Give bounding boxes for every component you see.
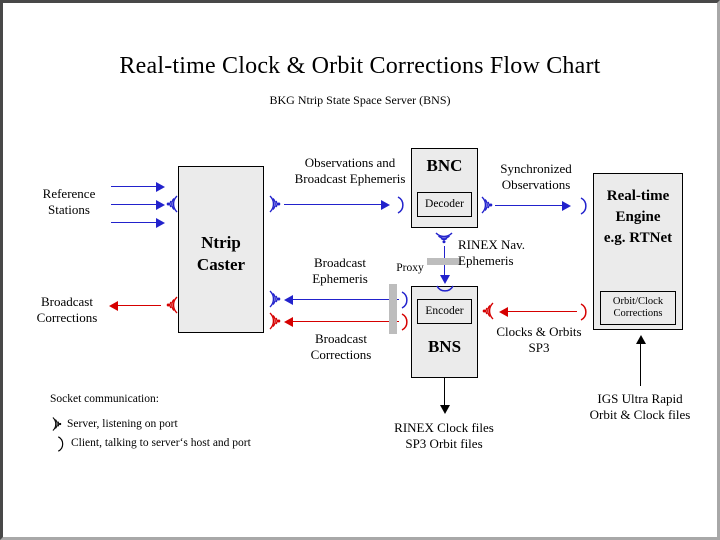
client-socket-icon-bnc-in (395, 195, 407, 220)
label-rinex-files-line2: SP3 Orbit files (405, 436, 483, 451)
server-socket-icon-bnc-nav (433, 230, 455, 251)
ntrip-caster-label-line2: Caster (196, 255, 246, 274)
arrow-ref-stations-3 (111, 222, 159, 223)
client-socket-icon-bns-eph (399, 290, 411, 315)
proxy-bar-horizontal (427, 258, 461, 265)
arrow-igs-ultra-rapid (640, 344, 641, 386)
label-clocks-orbits-line1: Clocks & Orbits (496, 324, 582, 339)
label-broadcast-corrections-left-line1: Broadcast (41, 294, 93, 309)
label-clocks-orbits-line2: SP3 (528, 340, 550, 355)
arrow-rinex-sp3-files (444, 378, 445, 408)
label-broadcast-corrections-left-line2: Corrections (36, 310, 98, 325)
label-proxy: Proxy (396, 262, 424, 274)
bns-encoder-label: Encoder (425, 305, 464, 318)
node-ntrip-caster[interactable]: Ntrip Caster (178, 166, 264, 333)
arrowhead-ref-2 (156, 199, 165, 210)
label-reference-stations-line1: Reference (42, 186, 96, 201)
arrowhead-broadcast-corrections-mid (284, 316, 293, 327)
label-broadcast-ephemeris-line1: Broadcast (314, 255, 366, 270)
arrowhead-ref-3 (156, 217, 165, 228)
client-socket-icon-rtengine-in (578, 196, 590, 221)
page-subtitle: BKG Ntrip State Space Server (BNS) (269, 93, 451, 107)
rt-engine-corrections-line2: Corrections (613, 308, 663, 319)
label-broadcast-corrections-mid-line2: Corrections (310, 347, 372, 362)
bns-label: BNS (427, 337, 462, 356)
server-socket-icon-caster-in (164, 193, 180, 220)
arrow-ref-stations-2 (111, 204, 159, 205)
ntrip-caster-label-line1: Ntrip (201, 233, 241, 252)
arrowhead-rinex-nav (439, 275, 450, 284)
server-socket-icon-caster-eph (267, 288, 283, 315)
bns-encoder-subbox[interactable]: Encoder (417, 299, 472, 324)
label-rinex-files-line1: RINEX Clock files (394, 420, 494, 435)
bnc-decoder-label: Decoder (425, 198, 464, 211)
server-socket-icon-caster-corr (267, 310, 283, 337)
bnc-label: BNC (426, 156, 463, 175)
label-observations-line2: Broadcast Ephemeris (294, 171, 406, 186)
arrowhead-broadcast-ephemeris (284, 294, 293, 305)
client-socket-icon-legend (55, 435, 67, 458)
arrowhead-igs-ultra-rapid (635, 335, 646, 344)
arrow-ref-stations-1 (111, 186, 159, 187)
label-igs-line2: Orbit & Clock files (589, 407, 691, 422)
label-reference-stations-line2: Stations (48, 202, 90, 217)
label-observations-line1: Observations and (304, 155, 396, 170)
arrow-clocks-orbits (507, 311, 577, 312)
server-socket-icon-caster-obs (267, 193, 283, 220)
proxy-bar-vertical (389, 284, 397, 334)
arrowhead-broadcast-corrections-left (109, 300, 118, 311)
arrowhead-rinex-sp3-files (439, 405, 450, 414)
rt-engine-label-line3: e.g. RTNet (603, 230, 673, 246)
rt-engine-label-line1: Real-time (606, 188, 670, 204)
rt-engine-corrections-subbox[interactable]: Orbit/Clock Corrections (600, 291, 676, 325)
arrowhead-ref-1 (156, 181, 165, 192)
arrow-observations (284, 204, 382, 205)
server-socket-icon-caster-out (164, 294, 180, 321)
arrow-broadcast-corrections-left (118, 305, 161, 306)
label-synchronized-line1: Synchronized (500, 161, 572, 176)
rt-engine-corrections-line1: Orbit/Clock (612, 296, 664, 308)
legend-server-text: Server, listening on port (67, 418, 178, 430)
client-socket-icon-bns-corr (399, 312, 411, 337)
rt-engine-label-line2: Engine (615, 209, 661, 225)
label-rinex-nav-line2: Ephemeris (458, 253, 514, 268)
arrow-broadcast-ephemeris (292, 299, 399, 300)
label-rinex-nav-line1: RINEX Nav. (458, 237, 526, 252)
label-broadcast-corrections-mid-line1: Broadcast (315, 331, 367, 346)
legend-heading: Socket communication: (50, 393, 159, 405)
legend-client-text: Client, talking to server‘s host and por… (71, 437, 251, 449)
page-title: Real-time Clock & Orbit Corrections Flow… (119, 53, 601, 79)
arrowhead-clocks-orbits (499, 306, 508, 317)
bnc-decoder-subbox[interactable]: Decoder (417, 192, 472, 217)
label-igs-line1: IGS Ultra Rapid (597, 391, 683, 406)
arrowhead-observations (381, 199, 390, 210)
server-socket-icon-bnc-out (479, 194, 495, 221)
server-socket-icon-legend (49, 415, 65, 438)
arrow-broadcast-corrections-mid (292, 321, 399, 322)
client-socket-icon-rtengine-out (578, 302, 590, 327)
arrowhead-synchronized (562, 200, 571, 211)
client-socket-icon-bns-nav-in (435, 282, 455, 300)
label-synchronized-line2: Observations (501, 177, 571, 192)
label-broadcast-ephemeris-line2: Ephemeris (312, 271, 368, 286)
arrow-synchronized-observations (495, 205, 564, 206)
server-socket-icon-bns-clocks-in (480, 300, 496, 327)
